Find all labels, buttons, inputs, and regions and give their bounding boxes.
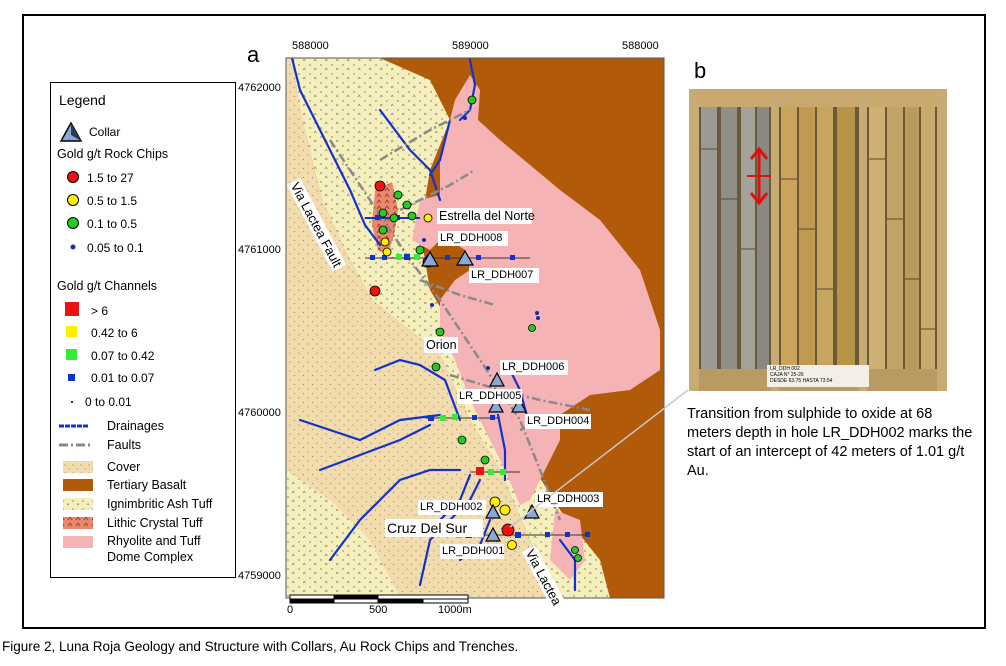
legend-cover: Cover: [107, 460, 141, 474]
legend-title: Legend: [59, 92, 106, 108]
legend-rhyolite: Rhyolite and Tuff: [107, 534, 201, 548]
rock-chip-mid-symbol: [67, 194, 79, 206]
collar-ddh008: [420, 250, 440, 267]
collar-ddh003: [523, 503, 541, 519]
y-tick-4: 4759000: [238, 570, 281, 582]
rock-chips: [369, 95, 582, 562]
legend-rhyolite-2: Dome Complex: [107, 550, 194, 564]
rock-chip-high-symbol: [67, 171, 79, 183]
legend-rock-chip-1: 1.5 to 27: [87, 171, 134, 185]
ddh007-label: LR_DDH007: [471, 269, 534, 281]
cruz-label: Cruz Del Sur: [387, 520, 468, 536]
rock-chip-low-symbol: [67, 217, 79, 229]
legend-channel-5: 0 to 0.01: [85, 395, 132, 409]
legend-ignimbritic: Ignimbritic Ash Tuff: [107, 497, 213, 511]
core-label-text: LR_DDH 002 CAJA N° 25-26 DESDE 63.75 HAS…: [770, 366, 832, 384]
cover-swatch: [63, 461, 93, 473]
channel-low-symbol: [66, 349, 77, 360]
legend-rock-chip-4: 0.05 to 0.1: [87, 241, 144, 255]
panel-a-label: a: [247, 42, 260, 67]
x-tick-1: 588000: [292, 40, 329, 52]
x-tick-2: 589000: [452, 40, 489, 52]
lithic-swatch: [63, 517, 93, 529]
ddh001-label: LR_DDH001: [442, 545, 505, 557]
channel-high-symbol: [65, 302, 79, 316]
y-tick-1: 4762000: [238, 82, 281, 94]
figure-caption: Figure 2, Luna Roja Geology and Structur…: [2, 639, 519, 654]
legend-rock-chip-3: 0.1 to 0.5: [87, 217, 138, 231]
collars: [420, 249, 541, 542]
ignimbritic-swatch: [63, 498, 93, 510]
y-tick-2: 4761000: [238, 244, 281, 256]
core-label-line-1: LR_DDH 002: [770, 366, 800, 372]
legend-collar: Collar: [89, 125, 121, 139]
panel-b-label: b: [694, 58, 707, 83]
core-photo: [689, 89, 947, 391]
ddh004-label: LR_DDH004: [527, 415, 590, 427]
ddh008-label: LR_DDH008: [440, 232, 503, 244]
core-box-label: [767, 365, 869, 387]
collar-ddh004: [510, 397, 528, 413]
photo-caption: Transition from sulphide to oxide at 68 …: [687, 406, 973, 479]
scale-1000: 1000m: [438, 604, 472, 616]
scale-500: 500: [369, 604, 388, 616]
collar-ddh002: [484, 503, 502, 519]
ddh002-label: LR_DDH002: [420, 501, 483, 513]
channel-zero-symbol: [71, 401, 73, 403]
callout-line: [509, 389, 689, 528]
basalt-swatch: [63, 479, 93, 491]
collar-ddh007: [455, 249, 475, 266]
legend-rock-chip-2: 0.5 to 1.5: [87, 194, 138, 208]
transition-arrow: [747, 146, 771, 206]
legend-lithic: Lithic Crystal Tuff: [107, 516, 203, 530]
legend-channel-4: 0.01 to 0.07: [91, 371, 155, 385]
legend-symbols: [59, 121, 93, 548]
scale-0: 0: [287, 604, 294, 616]
collar-ddh005: [487, 397, 505, 413]
legend-channel-3: 0.07 to 0.42: [91, 349, 155, 363]
core-label-line-3: DESDE 63.75 HASTA 73.54: [770, 378, 833, 384]
legend-channels-title: Gold g/t Channels: [57, 279, 158, 293]
estrella-label: Estrella del Norte: [439, 209, 535, 223]
channel-mid-symbol: [66, 326, 77, 337]
legend-drainages: Drainages: [107, 419, 164, 433]
collar-ddh006: [488, 371, 506, 387]
scale-bar: [289, 594, 469, 604]
legend-tertiary-basalt: Tertiary Basalt: [107, 478, 187, 492]
channel-min-symbol: [68, 374, 75, 381]
rhyolite-swatch: [63, 536, 93, 548]
collar-ddh001: [484, 526, 502, 542]
ddh005-label: LR_DDH005: [459, 390, 522, 402]
cover-area: [286, 58, 560, 598]
orion-label: Orion: [426, 338, 457, 352]
y-tick-3: 4760000: [238, 407, 281, 419]
legend-rock-chips-title: Gold g/t Rock Chips: [57, 147, 169, 161]
legend: Legend: [50, 82, 236, 578]
ddh003-label: LR_DDH003: [537, 493, 600, 505]
legend-channel-1: > 6: [91, 304, 109, 318]
core-label-line-2: CAJA N° 25-26: [770, 372, 804, 378]
legend-faults: Faults: [107, 438, 142, 452]
ddh006-label: LR_DDH006: [502, 361, 565, 373]
rock-chip-min-symbol: [70, 244, 76, 250]
map-frame: [285, 57, 665, 599]
x-tick-3: 588000: [622, 40, 659, 52]
legend-channel-2: 0.42 to 6: [91, 326, 138, 340]
